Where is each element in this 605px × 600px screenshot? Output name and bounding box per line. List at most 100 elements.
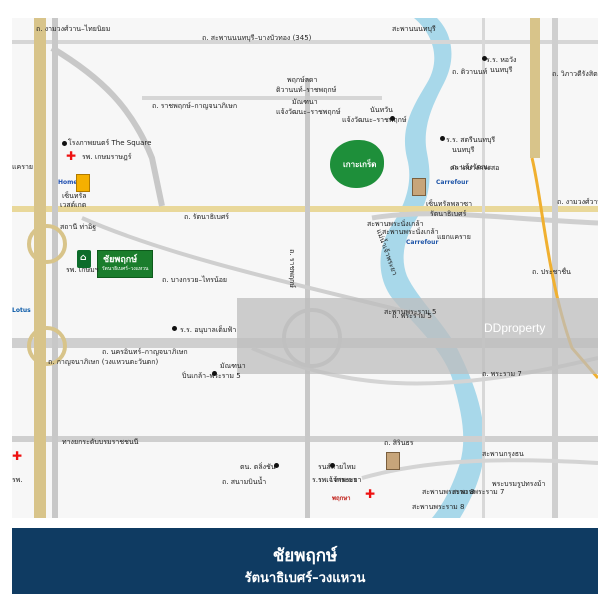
map-label: ถ. กาญจนาภิเษก (วงแหวนตะวันตก) (48, 358, 159, 366)
map-label: สะพานพระราม 7 (452, 488, 505, 496)
map-label: พฤกษ์ลดา (287, 76, 318, 84)
footer-subtitle: รัตนาธิเบศร์–วงแหวน (244, 571, 366, 586)
map-label: ถ. พระราม 5 (392, 312, 432, 320)
map-label: สะพานนนทบุรี (392, 25, 436, 33)
map-label: ถ. ราชพฤกษ์–กาญจนาภิเษก (152, 102, 238, 110)
map-label: ตน. ตลิ่งชัน (240, 463, 276, 471)
building-icon (386, 452, 400, 470)
map-label: ถ. ราชพฤกษ์ (287, 249, 296, 288)
map-label: แจ้งวัฒนะ–ราชพฤกษ์ (276, 108, 341, 116)
map-label: สะพานพระนั่งเกล้า (382, 228, 439, 236)
map-label: แจ้งวัฒนะ–ราชพฤกษ์ (342, 116, 407, 124)
map-label: รพ. (12, 476, 23, 484)
map-label: ร.ร. สตรีนนทบุรี (446, 136, 496, 144)
map-label: ถ. งามวงศ์วาน (557, 198, 598, 206)
road-kanchana-service (52, 18, 58, 518)
poi-dot (482, 56, 487, 61)
map-label: ถ. นครอินทร์–กาญจนาภิเษก (102, 348, 188, 356)
map-label: เซ็นทรัล (62, 192, 87, 200)
map-label: นนทบุรี (452, 146, 475, 154)
road-kanchana-ring (34, 18, 46, 518)
hospital-icon: ✚ (12, 449, 23, 463)
map-label: สะพานพระราม 8 (422, 488, 475, 496)
footer-banner: ชัยพฤกษ์ รัตนาธิเบศร์–วงแหวน (12, 528, 598, 594)
hospital-icon: ✚ (66, 149, 77, 163)
map-label: ร.ร. อนุบาลเต็มฟ้า (180, 326, 237, 334)
map-label: ทางยกระดับบรมราชชนนี (62, 438, 139, 446)
map-label: สะพานกรุงธน (482, 450, 524, 458)
map-label: แคราย (12, 163, 33, 171)
interchange-nakhon-in (27, 326, 67, 366)
map-label: ร.ร. หอวัง (486, 56, 517, 64)
map-label: พระบรมรูปทรงม้า (492, 480, 546, 488)
map-label: ถ. สิรินธร (384, 439, 414, 447)
homepro-icon (76, 174, 90, 192)
road-top-line (12, 40, 598, 44)
map-label: นันทวัน (370, 106, 393, 114)
map-label: มัณฑนา (292, 98, 318, 106)
project-name: ชัยพฤกษ์ (103, 255, 138, 265)
poi-dot (274, 463, 279, 468)
map-label: รัตนาธิเบศร์ (430, 210, 467, 218)
map-label: ถ. บางกรวย–ไทรน้อย (162, 276, 227, 284)
map-label: ถ. ติวานนท์ (452, 68, 488, 76)
poi-dot (330, 463, 335, 468)
poi-dot (212, 371, 217, 376)
map-highlight-band (237, 298, 598, 374)
map-label: ถ. พระราม 7 (482, 370, 522, 378)
map-label: รพ. เกษมราษฎร์ (82, 153, 132, 161)
road-rama8-line (361, 458, 598, 480)
poi-dot (440, 136, 445, 141)
map-label: นนทบุรี (490, 66, 513, 74)
project-marker[interactable]: ชัยพฤกษ์ รัตนาธิเบศร์–วงแหวน (97, 250, 153, 278)
interchange-rattanathibet (27, 224, 67, 264)
map-label: เวสต์เกต (60, 201, 87, 209)
carrefour-logo: Carrefour (436, 179, 469, 186)
road-prachachuen-line (482, 18, 485, 518)
map-label: รพ. เจ้าพระยา (318, 476, 362, 484)
area-map: DDproperty เกาะเกร็ด ⌂ ชัยพฤกษ์ รัตนาธิเ… (12, 18, 598, 518)
map-label: ตลาดบางกระสอ (450, 164, 500, 172)
island-label: เกาะเกร็ด (343, 160, 377, 169)
poi-dot (62, 141, 67, 146)
footer-title: ชัยพฤกษ์ (272, 546, 338, 566)
watermark: DDproperty (484, 321, 546, 335)
carrefour-logo: Carrefour (406, 239, 439, 246)
road-ngamwongwan-diag (50, 45, 165, 207)
map-label: สะพานพระราม 5 (384, 308, 437, 316)
map-label: มัณฑนา (220, 362, 246, 370)
map-label: ถ. ประชาชื่น (532, 268, 571, 276)
map-label: ถ. รัตนาธิเบศร์ (184, 213, 230, 221)
road-khae-rai-line (371, 211, 598, 226)
project-pin-icon[interactable]: ⌂ (77, 250, 91, 268)
map-label: ถ. แจ้งวัฒนะ (452, 163, 492, 171)
road-tiwanon-ring (530, 18, 540, 158)
map-label: สะพานพระนั่งเกล้า (367, 220, 424, 228)
map-label: รพ. เกษมฯ (66, 266, 99, 274)
map-label: โรงภาพยนตร์ The Square (68, 139, 152, 147)
map-label: ติวานนท์–ราชพฤกษ์ (276, 86, 337, 94)
pruksa-logo: พฤกษา (332, 495, 351, 502)
project-subtitle: รัตนาธิเบศร์–วงแหวน (102, 266, 149, 272)
map-label: สะพานพระราม 8 (412, 503, 465, 511)
map-label: รนส์สายไหม (318, 463, 356, 471)
chao-phraya-river (380, 18, 485, 518)
map-label: เซ็นทรัลพลาซา (426, 200, 473, 208)
map-label: ถ. สนามบินน้ำ (222, 478, 267, 486)
map-label: สถานี ท่าอิฐ (60, 223, 97, 231)
map-label: ร.ร. เจ้าพระยา (312, 476, 357, 484)
road-ratchaphruek-line (142, 96, 382, 100)
map-label: แยกแคราย (437, 233, 471, 241)
homepro-logo: HomePro (58, 179, 89, 186)
poi-dot (390, 116, 395, 121)
building-icon (412, 178, 426, 196)
poi-dot (172, 326, 177, 331)
map-label: ถ. วิภาวดีรังสิต (552, 70, 598, 78)
map-label: ปิ่นเกล้า–พระราม 5 (182, 372, 241, 380)
lotus-logo: Lotus (12, 307, 31, 314)
map-label: ถ. สะพานนนทบุรี–บางบัวทอง (345) (202, 34, 312, 42)
road-right-vertical (552, 18, 558, 518)
koh-kret-island (330, 140, 384, 188)
map-label: ถ. งามวงศ์วาน–ไทยนิยม (36, 25, 111, 33)
hospital-icon: ✚ (365, 487, 376, 501)
